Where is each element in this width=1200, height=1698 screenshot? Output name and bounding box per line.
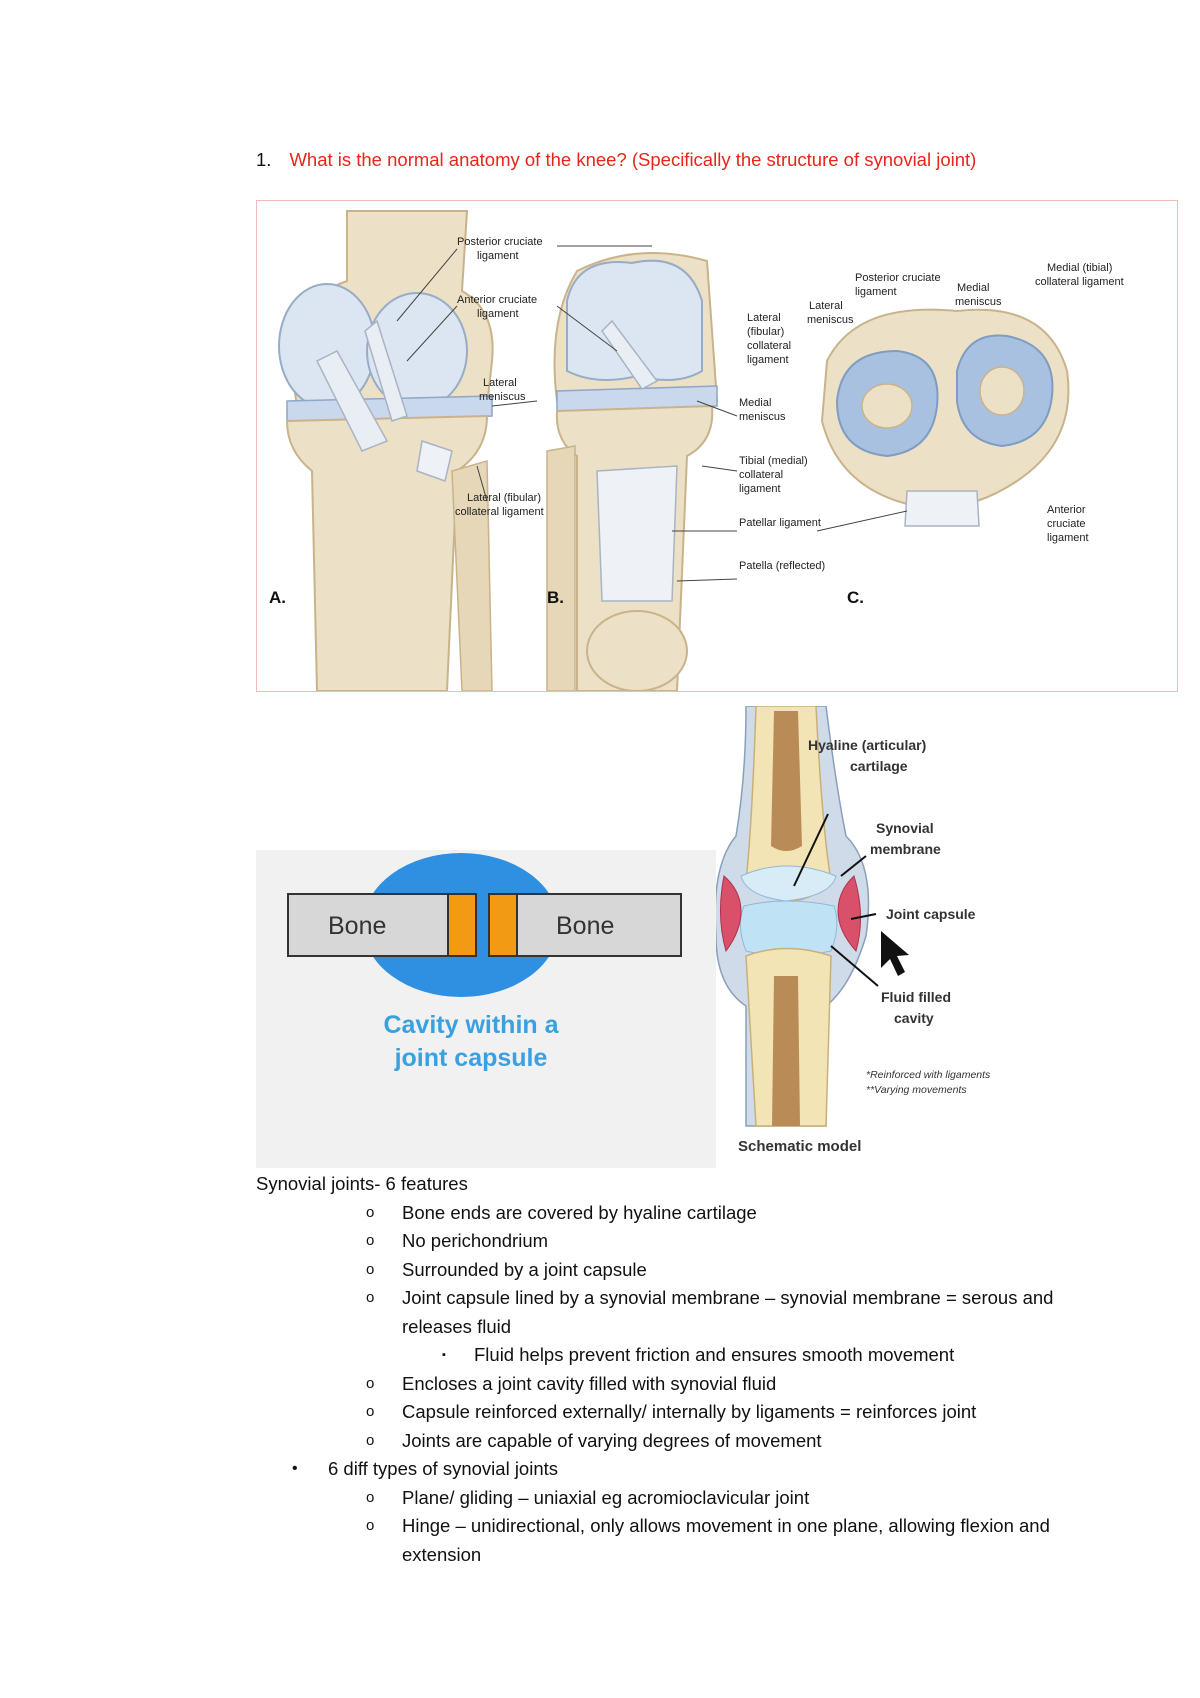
bullet-o: o xyxy=(366,1289,375,1306)
label-ligament-2: ligament xyxy=(477,308,519,320)
list-item-sub: ▪Fluid helps prevent friction and ensure… xyxy=(256,1341,1116,1370)
label-ligament-c: ligament xyxy=(747,354,789,366)
label-anterior-cruciate: Anterior cruciate xyxy=(457,294,537,306)
label-ligament-1: ligament xyxy=(477,250,519,262)
joint-capsule-diagram: Bone Bone Cavity within a joint capsule xyxy=(256,850,716,1168)
bullet-o: o xyxy=(366,1260,375,1278)
bullet-o: o xyxy=(366,1431,375,1449)
knee-anatomy-figure: Posterior cruciate ligament Anterior cru… xyxy=(256,200,1178,692)
bullet-square: ▪ xyxy=(442,1349,446,1361)
label-hyaline-1: Hyaline (articular) xyxy=(808,737,926,753)
label-joint-capsule: Joint capsule xyxy=(886,906,976,922)
label-meniscus: meniscus xyxy=(479,391,526,403)
label-meniscus-c: meniscus xyxy=(807,314,854,326)
panel-b-label: B. xyxy=(547,588,564,607)
label-collateral: collateral xyxy=(739,469,783,481)
label-lateral: Lateral xyxy=(483,377,517,389)
knee-anatomy-illustration: Posterior cruciate ligament Anterior cru… xyxy=(269,210,1124,692)
label-lateral-c: Lateral xyxy=(747,312,781,324)
label-lateral-meniscus-c: Lateral xyxy=(809,300,843,312)
bullet-o: o xyxy=(366,1374,375,1392)
joint-capsule-illustration: Bone Bone Cavity within a joint capsule xyxy=(287,853,682,1072)
label-collateral-ligament: collateral ligament xyxy=(455,506,544,518)
label-hyaline-2: cartilage xyxy=(850,758,908,774)
label-lateral-fibular: Lateral (fibular) xyxy=(467,492,541,504)
label-synovial-1: Synovial xyxy=(876,820,934,836)
question-heading: 1. What is the normal anatomy of the knee… xyxy=(256,146,1016,174)
schematic-note-2: **Varying movements xyxy=(866,1084,967,1096)
label-patellar-ligament: Patellar ligament xyxy=(739,517,821,529)
label-collateral-ligament-c: collateral ligament xyxy=(1035,276,1124,288)
bullet-o: o xyxy=(366,1488,375,1506)
label-ligament-ac: ligament xyxy=(1047,532,1089,544)
bullet-o: o xyxy=(366,1403,375,1420)
cartilage-right xyxy=(488,893,518,957)
label-patella-reflected: Patella (reflected) xyxy=(739,560,825,572)
label-posterior-cruciate: Posterior cruciate xyxy=(457,236,543,248)
label-meniscus-medial-c: meniscus xyxy=(955,296,1002,308)
question-text: What is the normal anatomy of the knee? … xyxy=(289,149,977,170)
bullet-dot: • xyxy=(292,1460,298,1477)
synovial-schematic-illustration: Hyaline (articular) cartilage Synovial m… xyxy=(714,705,991,1155)
bullet-o: o xyxy=(366,1517,375,1534)
bone-right-label: Bone xyxy=(556,912,614,940)
list-item-types: •6 diff types of synovial joints xyxy=(256,1455,1116,1484)
label-ligament-pc: ligament xyxy=(855,286,897,298)
capsule-caption-2: joint capsule xyxy=(394,1044,548,1072)
capsule-caption-1: Cavity within a xyxy=(383,1011,559,1039)
label-medial-tibial: Medial (tibial) xyxy=(1047,262,1112,274)
label-posterior-cruciate-c: Posterior cruciate xyxy=(855,272,941,284)
label-medial-c: Medial xyxy=(957,282,989,294)
label-medial: Medial xyxy=(739,397,771,409)
question-number: 1. xyxy=(256,149,272,170)
cursor-arrow-icon xyxy=(881,931,909,976)
bone-left xyxy=(287,893,475,957)
label-synovial-2: membrane xyxy=(870,841,941,857)
bone-left-label: Bone xyxy=(328,912,386,940)
synovial-schematic-figure: Hyaline (articular) cartilage Synovial m… xyxy=(714,705,1042,1168)
label-fluid-2: cavity xyxy=(894,1010,934,1026)
label-fluid-1: Fluid filled xyxy=(881,989,951,1005)
label-fibular: (fibular) xyxy=(747,326,784,338)
schematic-caption: Schematic model xyxy=(738,1138,861,1155)
panel-a-label: A. xyxy=(269,588,286,607)
panel-c-label: C. xyxy=(847,588,864,607)
bullet-o: o xyxy=(366,1232,375,1249)
label-collateral-c: collateral xyxy=(747,340,791,352)
knee-view-b xyxy=(546,252,719,692)
bullet-o: o xyxy=(366,1203,375,1221)
label-meniscus-b: meniscus xyxy=(739,411,786,423)
knee-view-a xyxy=(278,210,494,692)
label-tibial-medial: Tibial (medial) xyxy=(739,455,808,467)
label-anterior: Anterior xyxy=(1047,504,1086,516)
notes-heading: Synovial joints- 6 features xyxy=(256,1173,468,1194)
schematic-note-1: *Reinforced with ligaments xyxy=(866,1069,991,1081)
label-cruciate: cruciate xyxy=(1047,518,1086,530)
knee-view-c xyxy=(820,308,1070,527)
label-ligament-b: ligament xyxy=(739,483,781,495)
cartilage-left xyxy=(447,893,477,957)
